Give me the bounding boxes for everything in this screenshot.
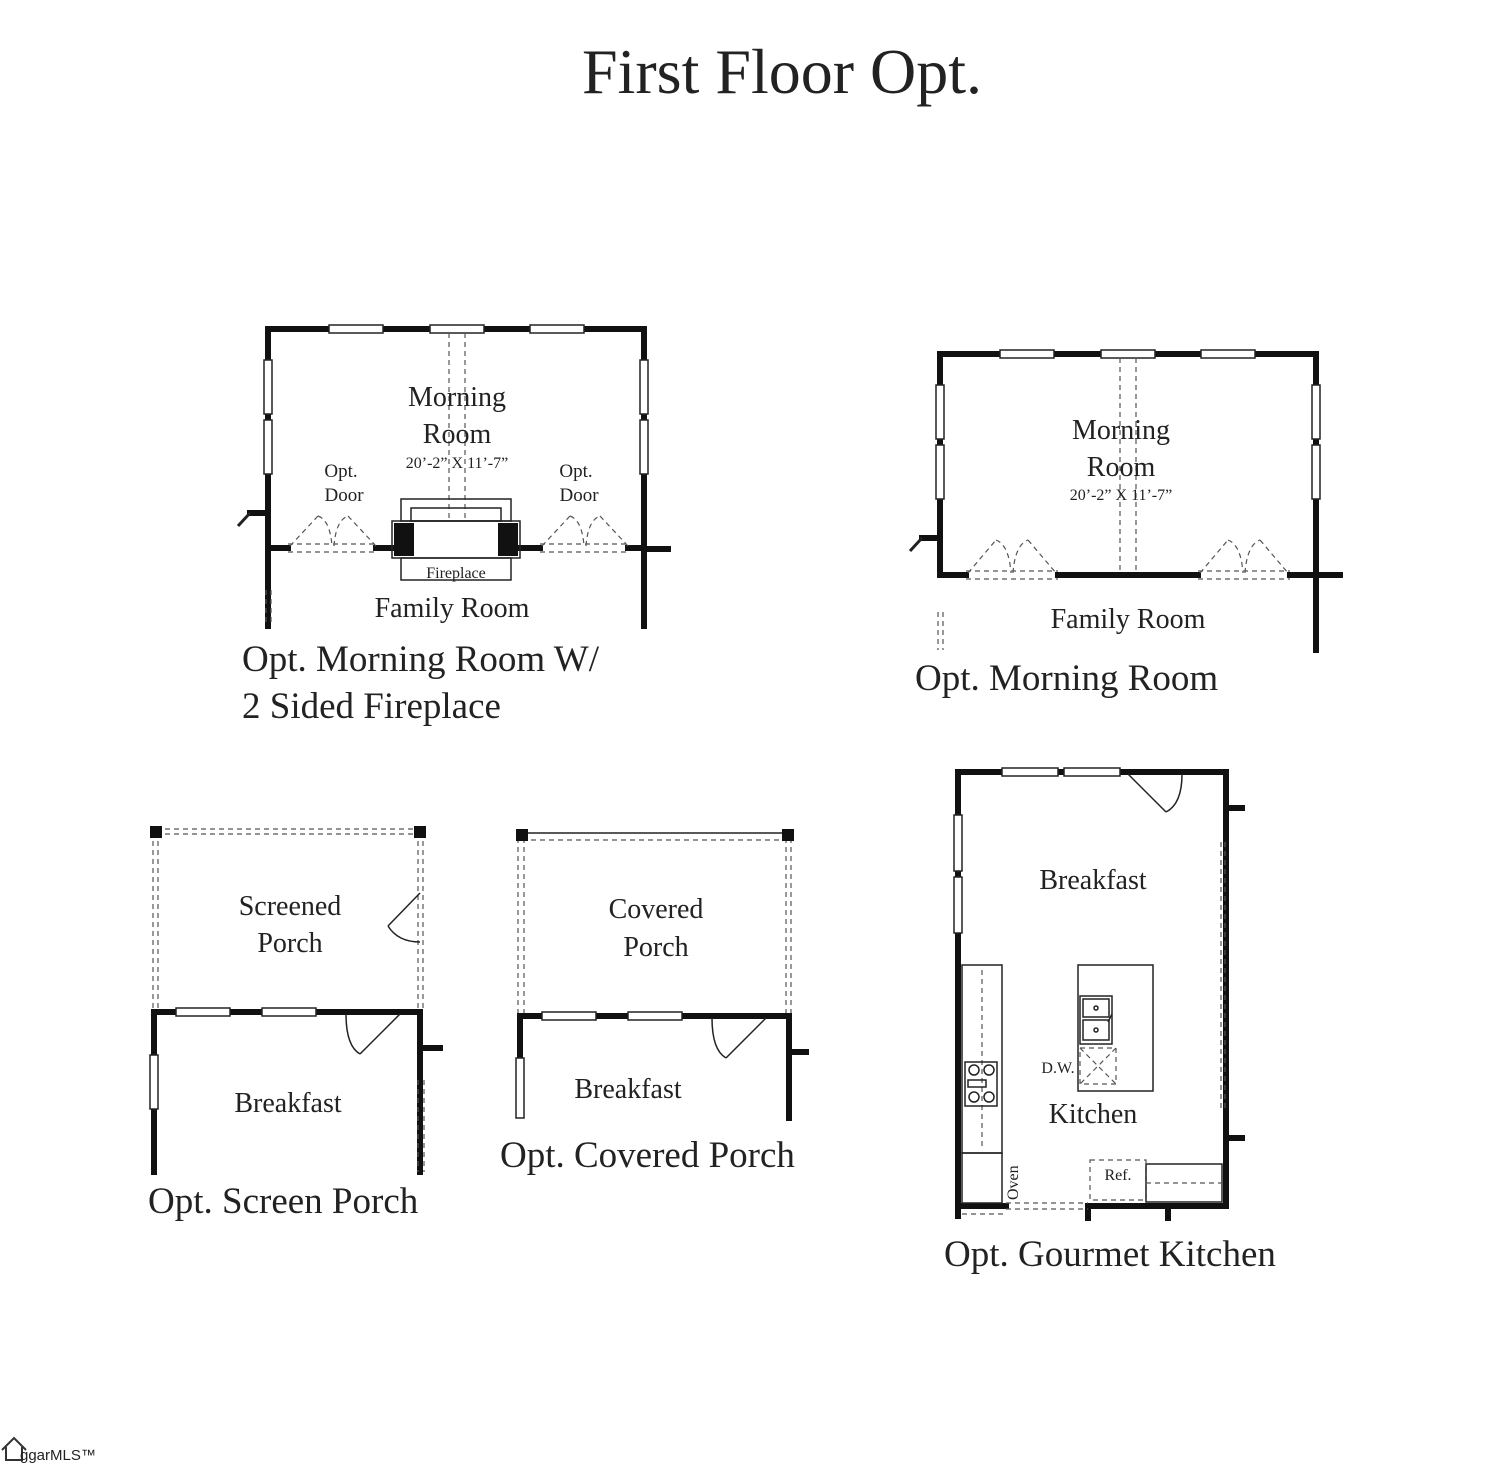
room-label-screened: Screened bbox=[239, 891, 342, 922]
breakfast-label: Breakfast bbox=[234, 1088, 342, 1119]
window-wall-1 bbox=[175, 1007, 231, 1017]
wall-stub-left-diag bbox=[236, 511, 252, 528]
oven-cabinet bbox=[961, 1152, 1003, 1204]
window-left-1 bbox=[953, 814, 963, 872]
opt-door-right bbox=[540, 515, 629, 553]
watermark-text: ggarMLS™ bbox=[20, 1447, 96, 1464]
post-top-left bbox=[516, 829, 528, 841]
window-left-2 bbox=[953, 876, 963, 934]
window-right-2 bbox=[1311, 444, 1321, 500]
window-top-2 bbox=[1063, 767, 1121, 777]
window-left bbox=[515, 1057, 525, 1119]
window-left bbox=[149, 1054, 159, 1110]
window-left-2 bbox=[263, 419, 273, 475]
opt-door-left bbox=[966, 539, 1058, 580]
room-dimensions: 20’-2” X 11’-7” bbox=[406, 455, 508, 472]
room-label-room: Room bbox=[1087, 452, 1156, 483]
window-left-2 bbox=[935, 444, 945, 500]
door-breakfast bbox=[711, 1017, 767, 1059]
plan-caption: Opt. Morning Room bbox=[915, 658, 1218, 699]
opt-door-left-label-2: Door bbox=[324, 485, 364, 506]
window-left-1 bbox=[935, 384, 945, 440]
window-right-2 bbox=[639, 419, 649, 475]
mls-watermark: ggarMLS™ bbox=[1, 1436, 96, 1464]
room-label-morning: Morning bbox=[1072, 415, 1170, 446]
wall-outline bbox=[955, 769, 1229, 1219]
breakfast-label: Breakfast bbox=[1039, 865, 1147, 896]
plan-caption-line1: Opt. Morning Room W/ bbox=[242, 639, 600, 680]
plan-morning-room: Morning Room 20’-2” X 11’-7” Family Room… bbox=[908, 349, 1343, 699]
window-top-3 bbox=[1200, 349, 1256, 359]
wall-stub-left-diag bbox=[908, 536, 924, 553]
opt-door-right-label-2: Door bbox=[559, 485, 599, 506]
dishwasher bbox=[1079, 1047, 1117, 1085]
opt-door-left bbox=[288, 515, 377, 553]
plan-covered-porch: Covered Porch Breakfast Opt. Covered Por… bbox=[500, 829, 809, 1176]
room-dimensions: 20’-2” X 11’-7” bbox=[1070, 487, 1172, 504]
room-label-porch: Porch bbox=[257, 928, 322, 959]
opt-door-left-label-1: Opt. bbox=[324, 461, 357, 482]
house-logo-icon bbox=[1, 1436, 27, 1461]
family-room-label: Family Room bbox=[1051, 604, 1206, 635]
room-label-porch: Porch bbox=[623, 932, 688, 963]
plan-caption: Opt. Screen Porch bbox=[148, 1181, 419, 1222]
window-left-1 bbox=[263, 359, 273, 415]
plan-caption-line2: 2 Sided Fireplace bbox=[242, 686, 501, 727]
page-title: First Floor Opt. bbox=[582, 36, 982, 107]
opt-door-right-label-1: Opt. bbox=[559, 461, 592, 482]
opt-door-right bbox=[1198, 539, 1290, 580]
window-top-1 bbox=[1001, 767, 1059, 777]
window-top-2 bbox=[429, 324, 485, 334]
post-top-left bbox=[150, 826, 162, 838]
window-wall-2 bbox=[261, 1007, 317, 1017]
window-top-1 bbox=[999, 349, 1055, 359]
oven-label: Oven bbox=[1005, 1165, 1022, 1200]
door-top bbox=[1127, 773, 1183, 813]
window-wall-2 bbox=[627, 1011, 683, 1021]
room-label-covered: Covered bbox=[609, 894, 704, 925]
post-top-right bbox=[414, 826, 426, 838]
screen-door bbox=[387, 892, 421, 943]
plan-gourmet-kitchen: Breakfast D.W. Kitchen Ref. Oven Opt. Go… bbox=[944, 767, 1276, 1275]
door-breakfast bbox=[345, 1013, 401, 1055]
plan-caption: Opt. Covered Porch bbox=[500, 1135, 795, 1176]
ref-label: Ref. bbox=[1104, 1167, 1131, 1184]
window-right-1 bbox=[1311, 384, 1321, 440]
window-top-1 bbox=[328, 324, 384, 334]
family-room-label: Family Room bbox=[375, 593, 530, 624]
cooktop bbox=[964, 1061, 998, 1107]
island bbox=[1077, 964, 1154, 1092]
room-label-room: Room bbox=[423, 419, 492, 450]
dw-label: D.W. bbox=[1041, 1060, 1074, 1077]
window-top-3 bbox=[529, 324, 585, 334]
fireplace-two-sided bbox=[391, 498, 521, 581]
fireplace-label: Fireplace bbox=[426, 565, 486, 582]
window-right-1 bbox=[639, 359, 649, 415]
room-label-morning: Morning bbox=[408, 382, 506, 413]
breakfast-label: Breakfast bbox=[574, 1074, 682, 1105]
window-wall-1 bbox=[541, 1011, 597, 1021]
post-top-right bbox=[782, 829, 794, 841]
sink bbox=[1079, 995, 1113, 1045]
window-top-2 bbox=[1100, 349, 1156, 359]
plan-morning-room-fireplace: Fireplace Morning Room 20’-2” X 11’-7” O… bbox=[236, 324, 671, 727]
kitchen-label: Kitchen bbox=[1049, 1099, 1138, 1130]
plan-screen-porch: Screened Porch Breakfast Opt. Screen Por… bbox=[148, 826, 443, 1222]
plan-caption: Opt. Gourmet Kitchen bbox=[944, 1234, 1276, 1275]
